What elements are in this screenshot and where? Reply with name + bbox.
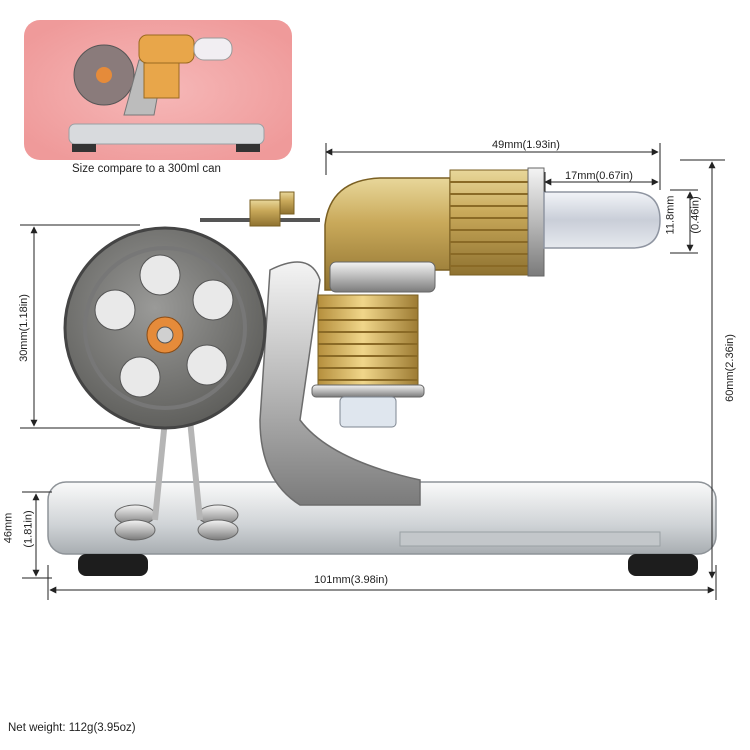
flywheel-diameter-label: 30mm(1.18in)	[17, 294, 30, 362]
tube-diameter-in-label: (0.46in)	[689, 196, 702, 234]
tube-diameter-mm-label: 11.8mm	[664, 195, 677, 235]
foot-left	[78, 554, 148, 576]
base-width-label: 101mm(3.98in)	[314, 574, 388, 586]
foot-right	[628, 554, 698, 576]
total-height-label: 60mm(2.36in)	[723, 334, 736, 402]
vertical-cylinder	[317, 294, 419, 391]
tube-length-label: 17mm(0.67in)	[565, 170, 633, 182]
support-bracket	[259, 261, 421, 506]
cylinder-length-label: 49mm(1.93in)	[492, 139, 560, 151]
glass-tube	[543, 191, 661, 249]
base-height-mm-label: 46mm	[2, 512, 15, 544]
size-comparison-inset	[24, 20, 292, 160]
inset-caption: Size compare to a 300ml can	[72, 163, 221, 175]
net-weight: Net weight: 112g(3.95oz)	[8, 722, 136, 734]
horizontal-cylinder	[449, 169, 529, 276]
base-height-in-label: (1.81in)	[22, 510, 35, 548]
